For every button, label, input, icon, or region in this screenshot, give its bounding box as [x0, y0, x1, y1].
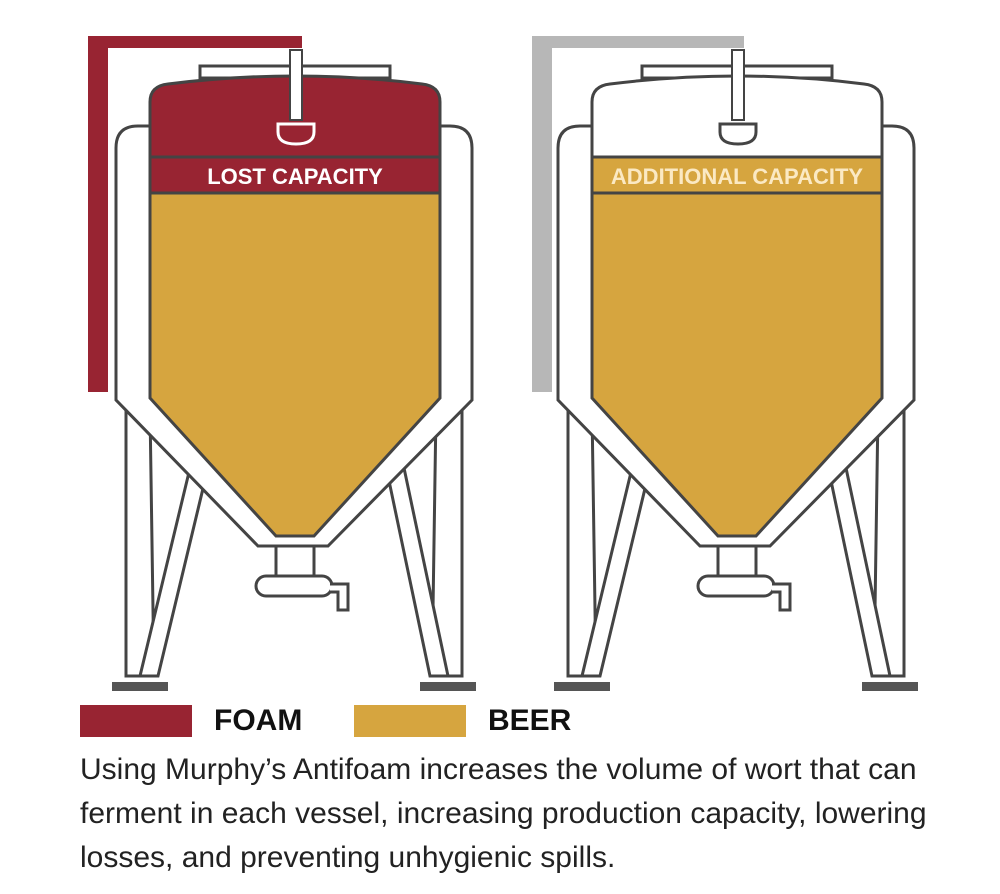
beer-fill-right: [590, 191, 884, 538]
additional-capacity-label: ADDITIONAL CAPACITY: [611, 164, 864, 189]
caption-text: Using Murphy’s Antifoam increases the vo…: [80, 753, 927, 874]
lost-capacity-label: LOST CAPACITY: [207, 164, 383, 189]
tank-left: LOST CAPACITY: [88, 36, 476, 691]
legend-swatch-beer: [354, 705, 466, 737]
tank-right: ADDITIONAL CAPACITY: [532, 36, 918, 691]
fermentation-tanks-diagram: LOST CAPACITY: [88, 36, 918, 691]
tank-feet-left: [112, 682, 476, 691]
tank-legs-left: [124, 408, 464, 678]
legend: FOAM BEER: [0, 700, 1000, 748]
legend-swatch-foam: [80, 705, 192, 737]
capacity-band-right: [590, 155, 884, 195]
drain-valve-right: [696, 544, 792, 612]
legend-label-beer: BEER: [488, 704, 572, 737]
spray-ball-left: [276, 49, 316, 146]
legend-label-foam: FOAM: [214, 704, 303, 737]
tank-feet-right: [554, 682, 918, 691]
drain-valve-left: [254, 544, 350, 612]
capacity-band-left: [148, 155, 442, 195]
spray-ball-right: [718, 49, 758, 146]
beer-fill-left: [148, 191, 442, 538]
